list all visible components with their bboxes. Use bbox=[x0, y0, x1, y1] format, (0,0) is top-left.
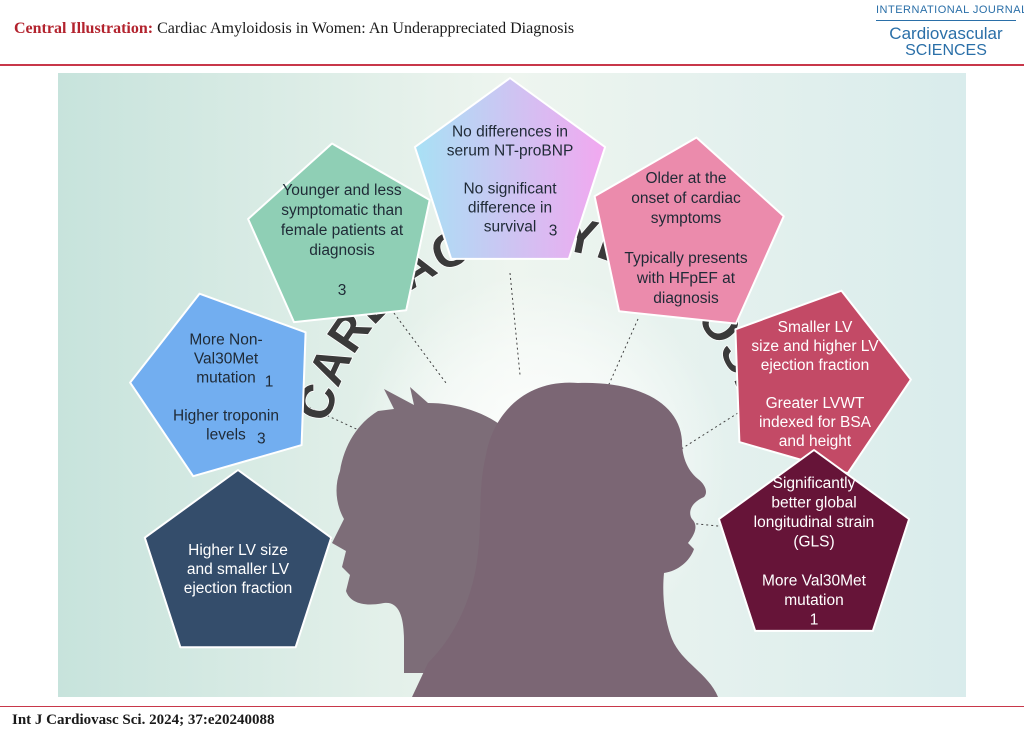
pentagon-female-gls: Significantly better global longitudinal s… bbox=[717, 449, 911, 632]
pentagon-text-line: Val30Met bbox=[194, 351, 259, 368]
pentagon-text-line: longitudinal strain bbox=[754, 514, 875, 531]
pentagon-shared: No differences in serum NT-proBNP No signi… bbox=[413, 77, 607, 260]
pentagon-text-line: difference in bbox=[468, 200, 552, 217]
pentagon-shape bbox=[717, 449, 911, 632]
pentagon-text-line: Typically presents bbox=[624, 250, 747, 267]
pentagon-text-line: (GLS) bbox=[793, 533, 834, 550]
logo-line-1: INTERNATIONAL JOURNAL OF bbox=[876, 4, 1024, 16]
pentagon-text-line: ejection fraction bbox=[184, 580, 293, 597]
pentagon-male-young: Younger and less symptomatic than female p… bbox=[247, 142, 431, 324]
pentagon-text-line: Younger and less bbox=[282, 182, 401, 199]
connector-line bbox=[605, 318, 639, 392]
pentagon-text-line: levels bbox=[206, 427, 246, 444]
pentagon-text-line: better global bbox=[771, 494, 856, 511]
logo-line-3: SCIENCES bbox=[905, 42, 987, 59]
pentagon-text-line: Higher LV size bbox=[188, 542, 288, 559]
reference-number: 1 bbox=[265, 374, 274, 391]
pentagon-female-lv: Smaller LV size and higher LV ejection fra… bbox=[734, 289, 912, 475]
connector-line bbox=[509, 272, 521, 376]
reference-number: 3 bbox=[257, 431, 266, 448]
pentagon-text-line: diagnosis bbox=[309, 242, 375, 259]
pentagon-text-line: Greater LVWT bbox=[766, 395, 865, 412]
pentagon-text-line: mutation bbox=[784, 592, 843, 609]
pentagon-shape bbox=[593, 136, 785, 325]
pentagon-text-line: female patients at bbox=[281, 222, 404, 239]
reference-number: 3 bbox=[338, 282, 347, 299]
pentagon-text-line: More Val30Met bbox=[762, 572, 867, 589]
pentagon-shape bbox=[129, 292, 307, 478]
pentagon-text-line: 1 bbox=[810, 611, 819, 628]
pentagon-text-line: survival bbox=[484, 219, 537, 236]
pentagon-text-line: No differences in bbox=[452, 124, 568, 141]
pentagon-text-line: Higher troponin bbox=[173, 408, 279, 425]
pentagon-shape bbox=[413, 77, 607, 260]
pentagon-text-line: symptomatic than bbox=[281, 202, 402, 219]
pentagon-text-line: No significant bbox=[463, 181, 557, 198]
logo-divider bbox=[876, 20, 1016, 21]
pentagon-text-line: Smaller LV bbox=[778, 319, 853, 336]
page-title: Central Illustration: Cardiac Amyloidosi… bbox=[14, 20, 574, 38]
pentagon-shape bbox=[143, 469, 333, 649]
female-head-silhouette bbox=[412, 382, 718, 697]
connector-line bbox=[387, 304, 447, 384]
pentagon-text-line: with HFpEF at bbox=[636, 270, 736, 287]
pentagon-text-line: More Non- bbox=[189, 332, 262, 349]
pentagon-shape bbox=[247, 142, 431, 324]
pentagon-text-line: and height bbox=[779, 433, 852, 450]
pentagon-text-line: diagnosis bbox=[653, 290, 719, 307]
pentagon-text-line: ejection fraction bbox=[761, 357, 870, 374]
footer-divider bbox=[0, 706, 1024, 707]
pentagon-text-line: indexed for BSA bbox=[759, 414, 872, 431]
citation: Int J Cardiovasc Sci. 2024; 37:e20240088 bbox=[12, 712, 275, 728]
pentagon-male-lv: Higher LV size and smaller LV ejection fra… bbox=[143, 469, 333, 649]
pentagon-text-line: serum NT-proBNP bbox=[447, 143, 574, 160]
pentagon-text-line: symptoms bbox=[651, 210, 722, 227]
reference-number: 3 bbox=[549, 223, 558, 240]
pentagon-text-line: and smaller LV bbox=[187, 561, 290, 578]
title-rest: Cardiac Amyloidosis in Women: An Underap… bbox=[153, 20, 575, 37]
pentagon-text-line: size and higher LV bbox=[751, 338, 879, 355]
title-lead: Central Illustration: bbox=[14, 20, 154, 37]
header: Central Illustration: Cardiac Amyloidosi… bbox=[0, 0, 1024, 64]
journal-logo: INTERNATIONAL JOURNAL OF Cardiovascular … bbox=[872, 4, 1024, 60]
pentagon-text-line: onset of cardiac bbox=[631, 190, 741, 207]
pentagon-female-older: Older at the onset of cardiac symptomsTypi… bbox=[593, 136, 785, 325]
pentagon-shape bbox=[734, 289, 912, 475]
header-divider bbox=[0, 64, 1024, 66]
pentagon-text-line: mutation bbox=[196, 370, 255, 387]
pentagon-group: Higher LV size and smaller LV ejection fra… bbox=[129, 77, 912, 649]
logo-line-2: Cardiovascular bbox=[889, 24, 1003, 43]
pentagon-text-line: Significantly bbox=[773, 475, 856, 492]
pentagon-text-line: Older at the bbox=[646, 170, 727, 187]
